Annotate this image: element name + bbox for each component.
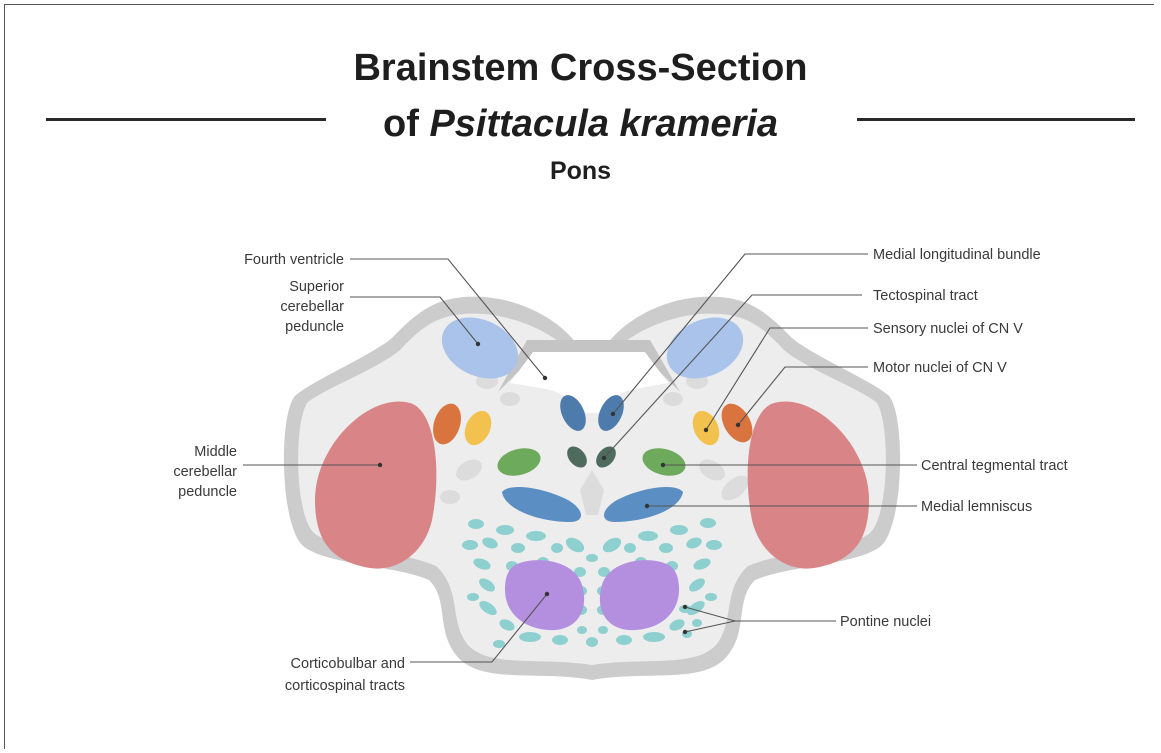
label-middle-peduncle-1: Middle <box>194 444 237 460</box>
label-superior-peduncle-1: Superior <box>289 279 344 295</box>
label-sensory-nuclei: Sensory nuclei of CN V <box>873 321 1023 337</box>
label-medial-lemniscus: Medial lemniscus <box>921 499 1032 515</box>
label-middle-peduncle-2: cerebellar <box>173 464 237 480</box>
label-central-tegmental-tract: Central tegmental tract <box>921 458 1068 474</box>
label-tectospinal-tract: Tectospinal tract <box>873 288 978 304</box>
label-corticobulbar-2: corticospinal tracts <box>285 678 405 694</box>
label-corticobulbar-1: Corticobulbar and <box>291 656 405 672</box>
label-motor-nuclei: Motor nuclei of CN V <box>873 360 1007 376</box>
label-middle-peduncle-3: peduncle <box>178 484 237 500</box>
label-superior-peduncle-2: cerebellar <box>280 299 344 315</box>
label-medial-longitudinal-bundle: Medial longitudinal bundle <box>873 247 1041 263</box>
label-fourth-ventricle: Fourth ventricle <box>244 252 344 268</box>
label-pontine-nuclei: Pontine nuclei <box>840 614 931 630</box>
label-superior-peduncle-3: peduncle <box>285 319 344 335</box>
